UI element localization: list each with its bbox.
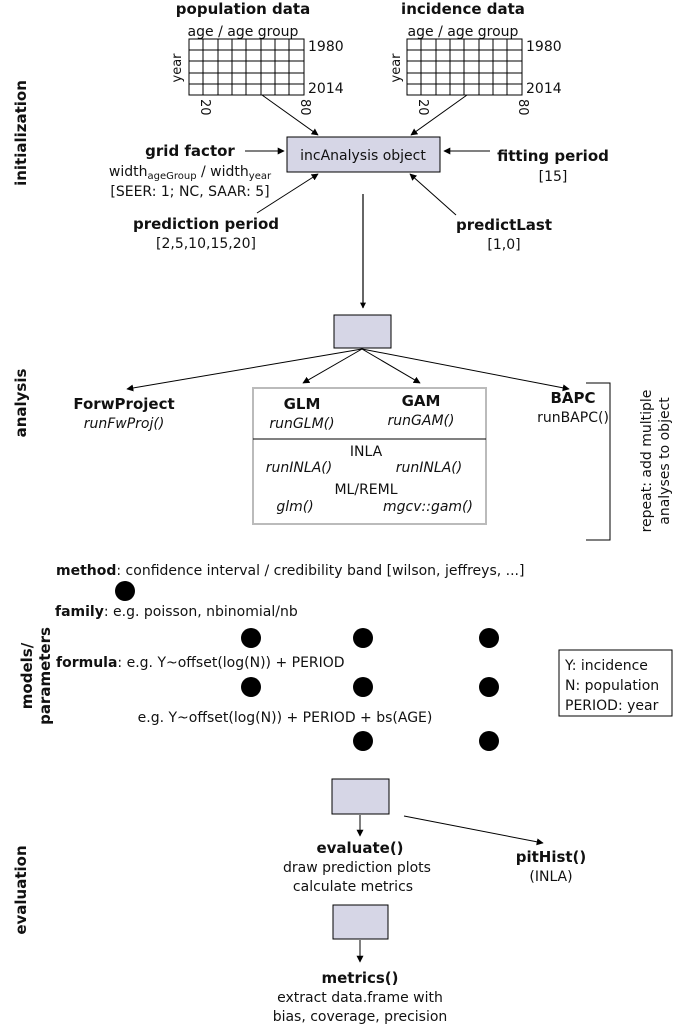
method-value: : confidence interval / credibility band…: [116, 563, 524, 579]
evaluate-line-1: draw prediction plots: [283, 860, 431, 876]
evaluate-title: evaluate(): [316, 839, 403, 857]
population-title: population data: [176, 0, 310, 18]
glm-fn: runGLM(): [269, 416, 334, 432]
incidence-row-label: year: [389, 53, 404, 83]
population-col-label: age / age group: [188, 24, 299, 40]
dot-family-bapc: [479, 628, 499, 648]
section-parameters: parameters: [36, 627, 54, 725]
repeat-line-1: repeat: add multiple: [639, 390, 655, 533]
population-age-start: 20: [197, 99, 212, 116]
dot-formula-bapc: [479, 677, 499, 697]
family-text: family: e.g. poisson, nbinomial/nb: [55, 604, 298, 620]
incidence-age-end: 80: [515, 99, 530, 116]
arrow-to-pithist: [403, 815, 544, 846]
formula-2-text: e.g. Y~offset(log(N)) + PERIOD + bs(AGE): [138, 710, 433, 726]
mlreml-label: ML/REML: [334, 482, 397, 498]
init-arrows: [245, 94, 490, 216]
section-initialization: initialization: [12, 80, 30, 186]
legend-line-3: PERIOD: year: [565, 698, 659, 714]
grid-factor-width-a: width: [109, 164, 148, 180]
prediction-period-values: [2,5,10,15,20]: [156, 236, 256, 252]
section-models: models/: [18, 642, 36, 709]
evaluation-object-box: [331, 778, 390, 815]
fitting-period-title: fitting period: [497, 147, 609, 165]
dot-formula-gam: [353, 677, 373, 697]
gam-base-fn: mgcv::gam(): [383, 499, 473, 515]
family-key: family: [55, 604, 104, 620]
legend-line-2: N: population: [565, 678, 659, 694]
dot-family-gam: [353, 628, 373, 648]
variable-legend-box: [558, 649, 673, 717]
incidence-year-end: 2014: [526, 81, 562, 97]
formula-text: formula: e.g. Y~offset(log(N)) + PERIOD: [56, 655, 345, 671]
glm-gam-frame: [252, 387, 487, 525]
metrics-object-box: [332, 904, 389, 940]
gam-title: GAM: [402, 392, 441, 410]
incidence-grid: [406, 38, 523, 96]
grid-factor-sub-b: year: [249, 171, 272, 182]
evaluate-line-2: calculate metrics: [293, 879, 413, 895]
repeat-bracket: [586, 382, 611, 541]
section-analysis: analysis: [12, 369, 30, 438]
family-value: : e.g. poisson, nbinomial/nb: [104, 604, 298, 620]
dot-formula2-bapc: [479, 731, 499, 751]
pithist-sub: (INLA): [529, 869, 572, 885]
formula-key: formula: [56, 655, 117, 671]
glm-base-fn: glm(): [276, 499, 313, 515]
population-grid: [188, 38, 305, 96]
incidence-age-start: 20: [415, 99, 430, 116]
metrics-line-2: bias, coverage, precision: [273, 1009, 448, 1025]
glm-title: GLM: [284, 395, 321, 413]
analysis-arrows: [126, 348, 570, 392]
metrics-title: metrics(): [321, 969, 398, 987]
inla-label: INLA: [350, 444, 383, 460]
predict-last-title: predictLast: [456, 216, 552, 234]
population-age-end: 80: [297, 99, 312, 116]
formula-value: : e.g. Y~offset(log(N)) + PERIOD: [117, 655, 344, 671]
dot-method: [115, 581, 135, 601]
incidence-title: incidence data: [401, 0, 525, 18]
method-text: method: confidence interval / credibilit…: [56, 563, 524, 579]
bapc-fn: runBAPC(): [537, 410, 609, 426]
population-row-label: year: [170, 53, 185, 83]
repeat-line-2: analyses to object: [657, 397, 673, 525]
parameter-dots: [115, 581, 499, 751]
dot-formula-glm: [241, 677, 261, 697]
pithist-title: pitHist(): [516, 848, 587, 866]
metrics-line-1: extract data.frame with: [277, 990, 443, 1006]
incidence-year-start: 1980: [526, 39, 562, 55]
dot-formula2-gam: [353, 731, 373, 751]
grid-factor-sub-a: ageGroup: [147, 171, 196, 182]
population-year-end: 2014: [308, 81, 344, 97]
dot-family-glm: [241, 628, 261, 648]
gam-fn: runGAM(): [388, 413, 455, 429]
grid-factor-title: grid factor: [145, 142, 235, 160]
forwproject-fn: runFwProj(): [84, 416, 165, 432]
method-key: method: [56, 563, 116, 579]
grid-factor-sep: / width: [197, 164, 249, 180]
incidence-col-label: age / age group: [408, 24, 519, 40]
forwproject-title: ForwProject: [73, 395, 174, 413]
analysis-object-box: [333, 314, 392, 349]
inc-analysis-object-label: incAnalysis object: [300, 148, 426, 164]
section-evaluation: evaluation: [12, 845, 30, 934]
legend-line-1: Y: incidence: [564, 658, 648, 674]
bapc-title: BAPC: [550, 389, 595, 407]
grid-factor-values: [SEER: 1; NC, SAAR: 5]: [110, 184, 269, 200]
population-data-table: population data age / age group year 198…: [170, 0, 344, 116]
inla-fn-right: runINLA(): [396, 460, 462, 476]
population-year-start: 1980: [308, 39, 344, 55]
predict-last-values: [1,0]: [487, 237, 520, 253]
grid-factor-formula: widthageGroup / widthyear: [109, 164, 272, 182]
prediction-period-title: prediction period: [133, 215, 279, 233]
fitting-period-values: [15]: [539, 169, 568, 185]
inla-fn-left: runINLA(): [266, 460, 332, 476]
incidence-data-table: incidence data age / age group year 1980…: [389, 0, 562, 116]
inc-analysis-object-box: [286, 136, 441, 173]
